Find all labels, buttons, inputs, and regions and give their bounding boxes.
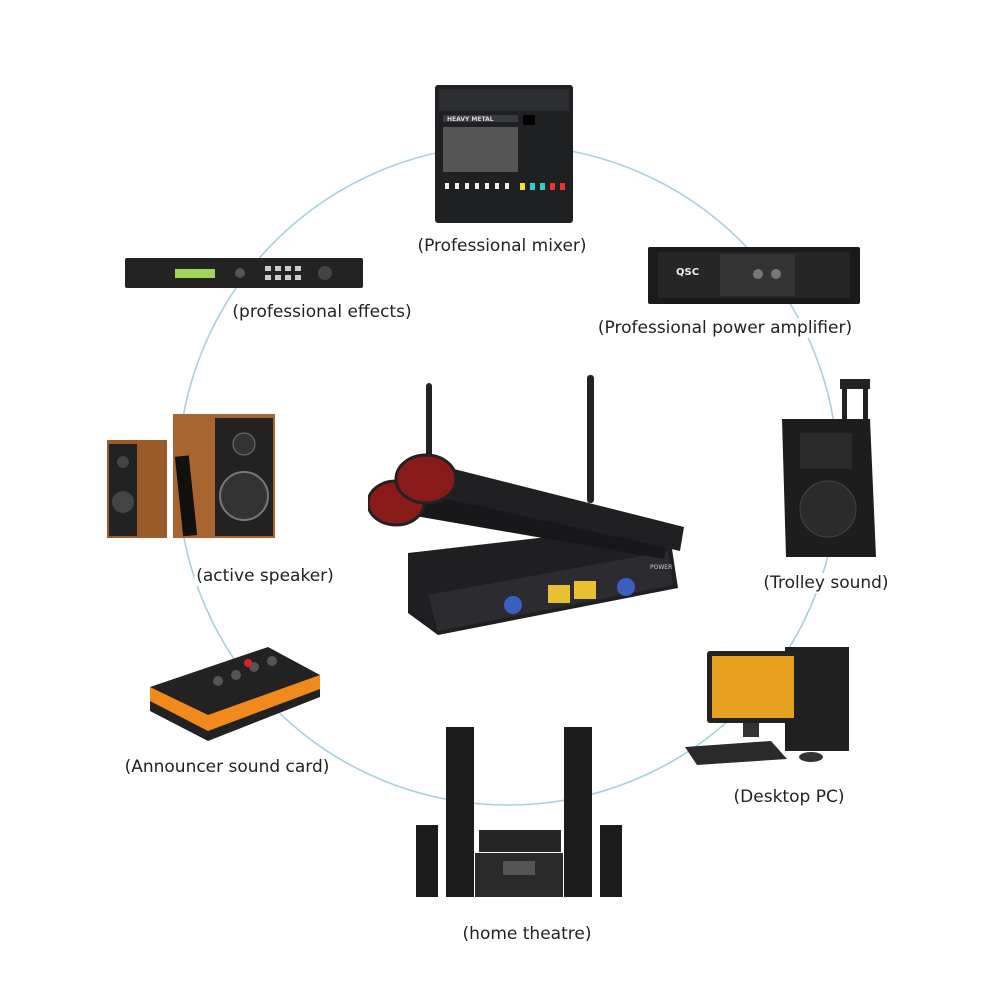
effects-processor-icon	[125, 258, 363, 288]
label-trolley: (Trolley sound)	[761, 573, 891, 593]
label-theatre: (home theatre)	[460, 924, 594, 944]
label-speaker: (active speaker)	[194, 566, 336, 586]
mixer-icon: HEAVY METAL	[435, 85, 573, 223]
active-speaker-icon	[107, 414, 275, 538]
label-amplifier: (Professional power amplifier)	[595, 318, 855, 338]
trolley-speaker-icon	[782, 379, 876, 557]
desktop-pc-icon	[685, 647, 849, 765]
wireless-microphone-system-icon: POWER	[368, 375, 684, 635]
svg-text:QSC: QSC	[676, 267, 699, 278]
label-pc: (Desktop PC)	[731, 787, 847, 807]
home-theatre-icon	[416, 727, 622, 897]
svg-text:POWER: POWER	[650, 564, 672, 571]
label-mixer: (Professional mixer)	[415, 236, 589, 256]
sound-card-icon	[150, 647, 320, 741]
power-amplifier-icon: QSC	[648, 247, 860, 304]
svg-text:HEAVY METAL: HEAVY METAL	[447, 116, 494, 123]
label-soundcard: (Announcer sound card)	[122, 757, 332, 777]
label-effects: (professional effects)	[230, 302, 414, 322]
